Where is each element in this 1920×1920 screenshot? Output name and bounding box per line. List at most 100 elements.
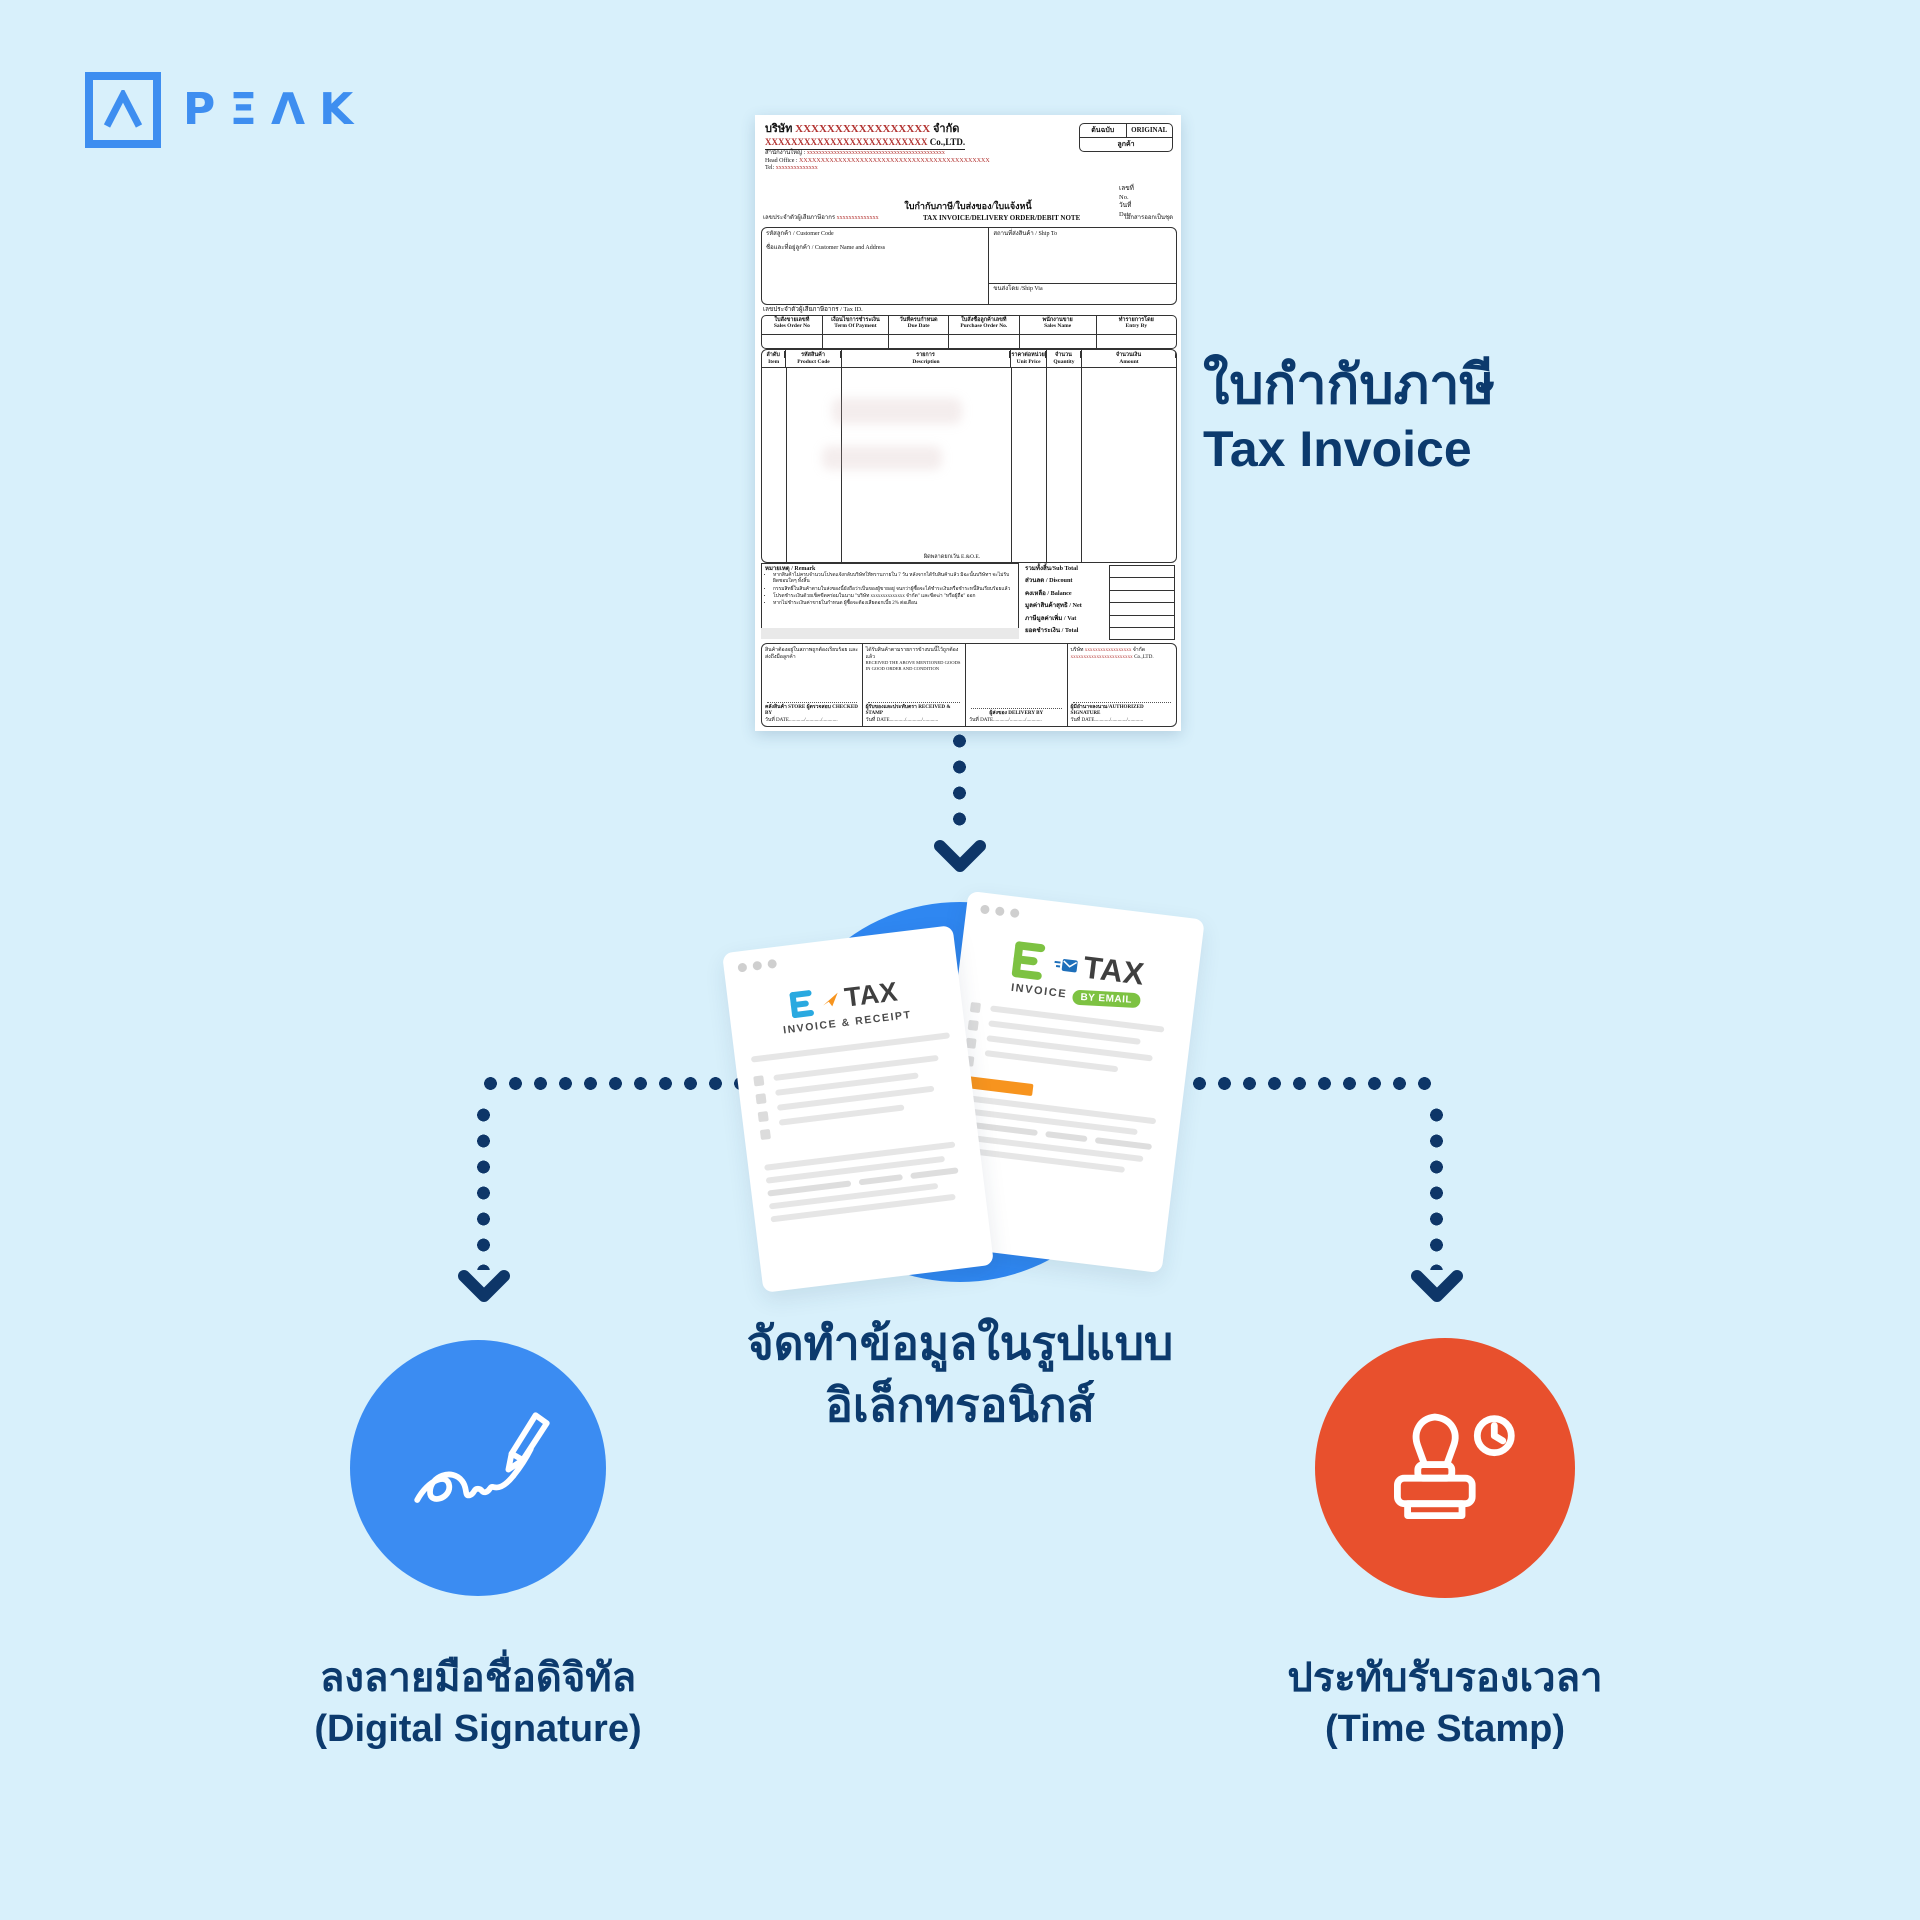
remark-item: กรรมสิทธิ์ในสินค้าตามใบส่งของนี้ยังถือว่… (773, 587, 1015, 593)
peak-logo-box-icon (85, 72, 161, 148)
ship-to-label: สถานที่ส่งสินค้า / Ship To (993, 231, 1058, 237)
branch-left-dotted-line (478, 1077, 758, 1090)
branch-right-arrow-head-icon (1411, 1270, 1463, 1302)
company-th-suffix: จำกัด (932, 123, 960, 135)
etax-subtitle: INVOICE (1010, 981, 1068, 1001)
process-caption: จัดทำข้อมูลในรูปแบบ อิเล็กทรอนิกส์ (560, 1312, 1360, 1436)
head-office-en-label: Head Office : (765, 157, 798, 164)
peak-caret-icon (103, 90, 143, 128)
etax-tax-text: TAX (842, 976, 900, 1013)
customer-name-label: ชื่อและที่อยู่ลูกค้า / Customer Name and… (766, 244, 886, 251)
copy-original-en: ORIGINAL (1131, 126, 1168, 134)
peak-wordmark: PΞΛK (183, 84, 368, 135)
taxpayer-label: เลขประจำตัวผู้เสียภาษีอากร (763, 215, 836, 222)
document-skeleton (735, 1030, 986, 1224)
company-en-suffix: Co.,LTD. (929, 136, 966, 147)
item-col-th: จำนวน (1047, 351, 1081, 359)
signature-cell-store: สินค้าต้องอยู่ในสภาพถูกต้องเรียบร้อย และ… (762, 644, 863, 726)
remark-strip (761, 628, 1019, 639)
total-label: มูลค่าสินค้าสุทธิ / Net (1025, 602, 1082, 610)
redacted-content (822, 446, 942, 470)
doc-set-label: เอกสารออกเป็นชุด (1124, 215, 1173, 222)
paper-plane-icon (823, 992, 838, 1006)
eoe-note: ผิดพลาดยกเว้น E.&O.E. (923, 554, 981, 561)
company-th-prefix: บริษัท (765, 123, 793, 135)
etax-logo-invoice-receipt: TAX (727, 969, 961, 1028)
etax-card-invoice-receipt: TAX INVOICE & RECEIPT (722, 925, 994, 1293)
invoice-tel: Tel: xxxxxxxxxxxxxx (765, 165, 1025, 173)
total-label: ภาษีมูลค่าเพิ่ม / Vat (1025, 614, 1077, 622)
order-col-en: Term Of Payment (834, 323, 877, 330)
process-caption-line2: อิเล็กทรอนิกส์ (825, 1379, 1095, 1431)
head-office-en-x: XXXXXXXXXXXXXXXXXXXXXXXXXXXXXXXXXXXXXXXX… (799, 157, 990, 164)
invoice-title-en: TAX INVOICE/DELIVERY ORDER/DEBIT NOTE (923, 214, 1081, 222)
invoice-signature-row: สินค้าต้องอยู่ในสภาพถูกต้องเรียบร้อย และ… (761, 643, 1177, 727)
etax-tax-text: TAX (1081, 949, 1147, 992)
order-col-th: เงื่อนไขการชำระเงิน (831, 317, 880, 323)
item-col-th: รหัสสินค้า (786, 351, 841, 359)
order-col-en: Sales Order No (773, 323, 810, 330)
order-col-th: ใบสั่งขายเลขที่ (774, 317, 810, 323)
rubber-stamp-icon (1394, 1413, 1515, 1519)
item-col-en: Quantity (1053, 359, 1075, 366)
date-en: Date (1119, 210, 1132, 218)
time-stamp-label: ประทับรับรองเวลา (Time Stamp) (1235, 1652, 1655, 1754)
etax-e-glyph-icon (789, 989, 818, 1018)
date-line: วันที่ DATE............/............/...… (865, 716, 939, 723)
order-col-th: พนักงานขาย (1042, 317, 1073, 323)
invoice-company-th: บริษัท XXXXXXXXXXXXXXXXX จำกัด (765, 123, 1025, 137)
total-label: รวมทั้งสิ้น/Sub Total (1025, 565, 1078, 572)
arrow-down-head-icon (934, 840, 986, 872)
ship-via-label: ขนส่งโดย /Ship Via (989, 283, 1176, 304)
etax-e-glyph-icon (1011, 941, 1052, 981)
time-stamp-circle (1315, 1338, 1575, 1598)
item-col-en: Description (912, 359, 940, 366)
invoice-taxpayer: เลขประจำตัวผู้เสียภาษีอากร xxxxxxxxxxxxx… (763, 215, 879, 223)
invoice-head-office-th: สำนักงานใหญ่ : xxxxxxxxxxxxxxxxxxxxxxxxx… (765, 150, 1025, 158)
time-stamp-label-th: ประทับรับรองเวลา (1287, 1656, 1603, 1700)
branch-right-dotted-line (1162, 1077, 1442, 1090)
etax-logo-invoice-by-email: TAX (959, 934, 1200, 999)
item-col-en: Item (768, 359, 780, 366)
invoice-company-header: บริษัท XXXXXXXXXXXXXXXXX จำกัด XXXXXXXXX… (765, 123, 1025, 173)
tel-x: xxxxxxxxxxxxxx (775, 165, 818, 171)
window-dots-icon (737, 958, 778, 973)
head-office-th-label: สำนักงานใหญ่ : (765, 150, 806, 156)
head-office-th-x: xxxxxxxxxxxxxxxxxxxxxxxxxxxxxxxxxxxxxxxx… (806, 150, 945, 156)
company-th-x: XXXXXXXXXXXXXXXXX (795, 123, 931, 135)
received-note-th: ได้รับสินค้าตามรายการข้างบนนี้ไว้ถูกต้อง… (865, 647, 959, 660)
item-col-th: รายการ (842, 351, 1011, 359)
invoice-title-th: ใบกำกับภาษี/ใบส่งของ/ใบแจ้งหนี้ (904, 201, 1032, 211)
item-col-th: ลำดับ (762, 351, 786, 359)
order-col-en: Sales Name (1044, 323, 1072, 330)
date-line: วันที่ DATE............/............/...… (1070, 716, 1144, 723)
remark-item: โปรดชำระเงินด้วยเช็คขีดคร่อมในนาม "บริษั… (773, 594, 1015, 600)
tax-invoice-document: บริษัท XXXXXXXXXXXXXXXXX จำกัด XXXXXXXXX… (755, 115, 1181, 731)
item-col-en: Unit Price (1016, 359, 1041, 366)
date-line: วันที่ DATE............/............/...… (969, 716, 1042, 723)
by-email-badge: BY EMAIL (1072, 989, 1141, 1009)
order-col-th: วันที่ครบกำหนด (899, 317, 938, 323)
signature-pen-icon (414, 1412, 550, 1503)
arrow-down-dotted-line (953, 728, 966, 836)
invoice-order-table: ใบสั่งขายเลขที่Sales Order No เงื่อนไขกา… (761, 315, 1177, 349)
received-line: ผู้รับของและประทับตรา RECEIVED & STAMP (865, 703, 951, 717)
item-col-th: ราคาต่อหน่วย (1011, 351, 1046, 359)
total-label: ส่วนลด / Discount (1025, 577, 1073, 585)
order-col-en: Entry By (1125, 323, 1148, 330)
tax-invoice-headline-en: Tax Invoice (1203, 421, 1472, 477)
taxpayer-x: xxxxxxxxxxxxxx (836, 215, 879, 222)
tax-invoice-headline: ใบกำกับภาษี Tax Invoice (1203, 352, 1563, 480)
store-line: คลังสินค้า STORE ผู้ตรวจสอบ CHECKED BY (765, 703, 858, 717)
tax-invoice-headline-th: ใบกำกับภาษี (1203, 355, 1496, 415)
no-th: เลขที่ (1119, 185, 1134, 192)
no-en: No. (1119, 193, 1129, 201)
tel-label: Tel: (765, 165, 775, 171)
delivery-line: ผู้ส่งของ DELIVERY BY (989, 710, 1044, 717)
customer-code-label: รหัสลูกค้า / Customer Code (766, 231, 834, 237)
time-stamp-label-en: (Time Stamp) (1324, 1708, 1565, 1750)
invoice-copy-box: ต้นฉบับ ORIGINAL ลูกค้า (1079, 123, 1173, 152)
copy-holder: ลูกค้า (1117, 139, 1135, 148)
invoice-company-en: XXXXXXXXXXXXXXXXXXXXXXXXX Co.,LTD. (765, 136, 966, 150)
